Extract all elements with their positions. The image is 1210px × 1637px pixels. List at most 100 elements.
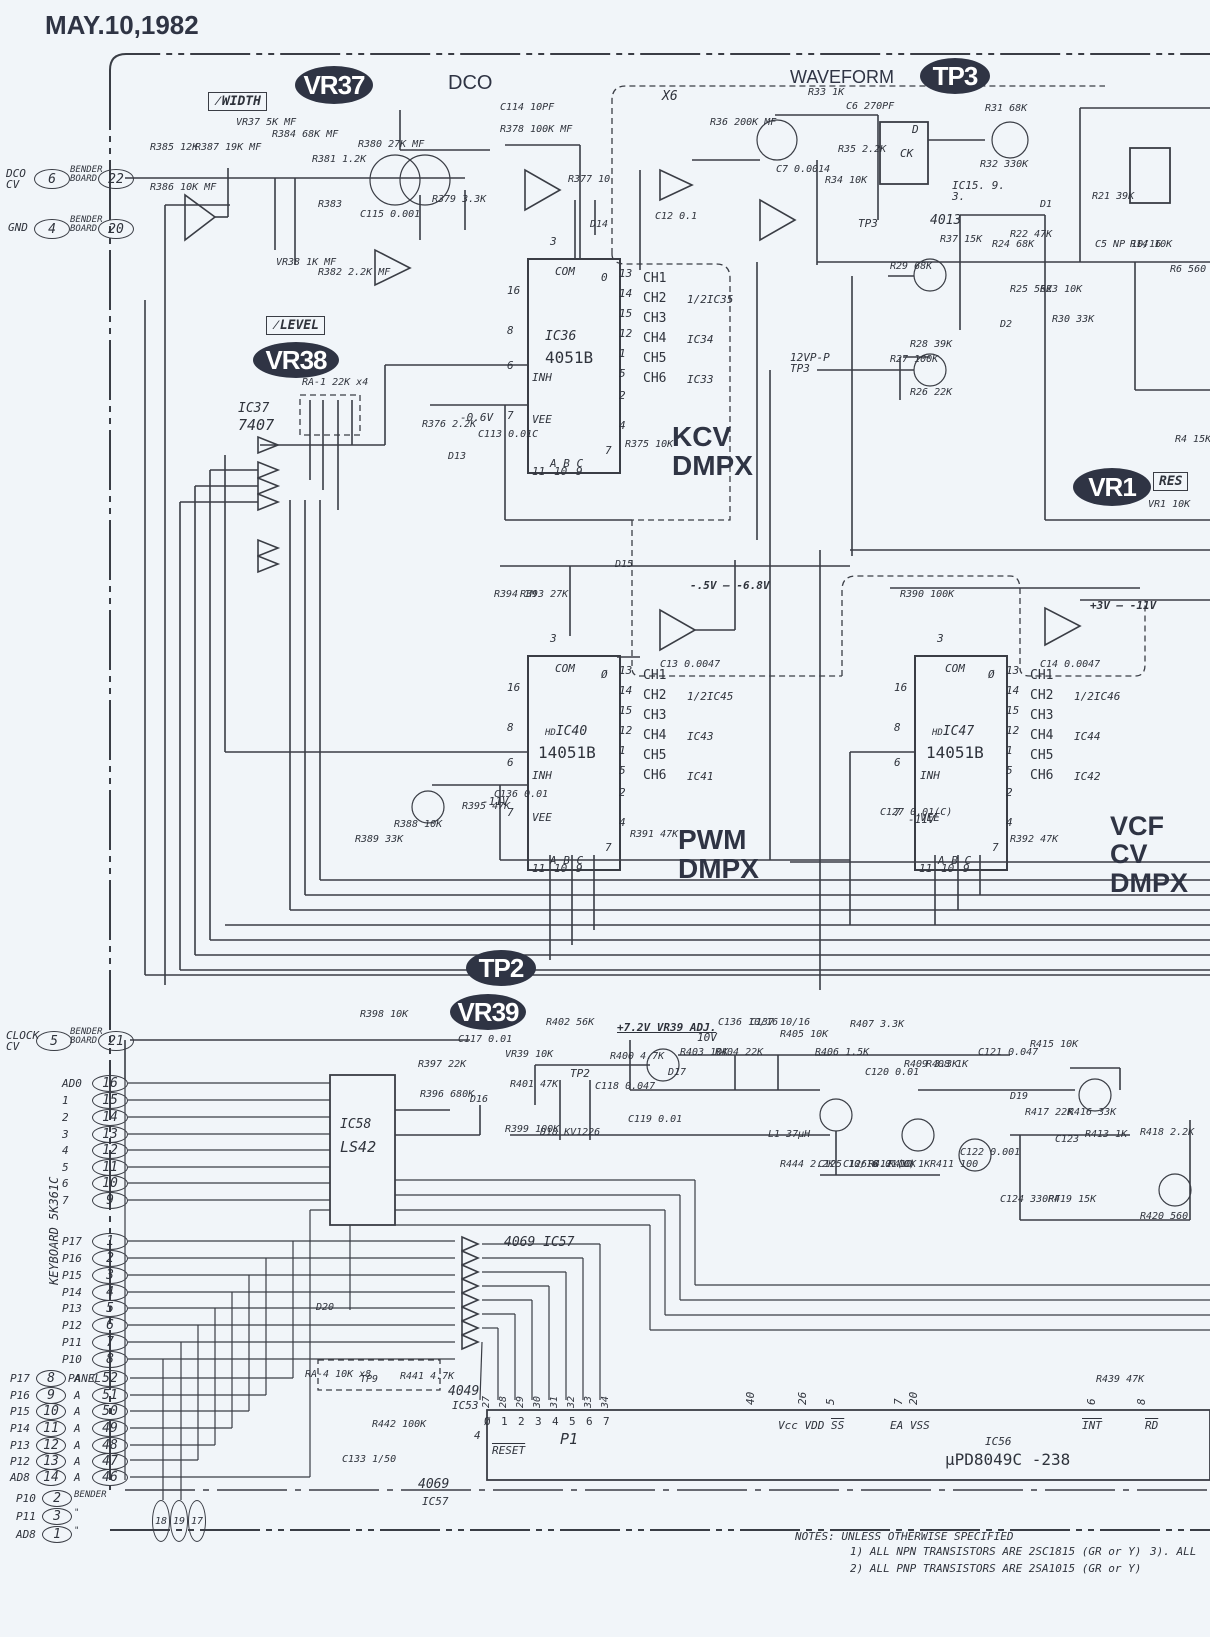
component-label: C12 0.1	[655, 211, 698, 222]
board-frame	[109, 53, 1210, 71]
component-label: D18 KV1226	[540, 1127, 601, 1138]
component-label: R393 27K	[520, 589, 569, 600]
component-label: C114 10PF	[500, 102, 555, 113]
component-label: C13 0.0047	[660, 659, 721, 670]
component-label: R401 47K	[510, 1079, 559, 1090]
ic56-outline	[486, 1409, 1210, 1481]
keyboard-pin-name: P11	[62, 1336, 82, 1349]
ic58-part: LS42	[340, 1138, 377, 1156]
port-pin: 30	[532, 1395, 543, 1408]
keyboard-pin: 6	[92, 1317, 128, 1334]
ic47-vee: VEE	[920, 811, 940, 824]
mux-pin-number: 12	[619, 724, 633, 737]
component-label: D17	[668, 1067, 687, 1078]
component-label: C118 0.047	[595, 1081, 656, 1092]
component-label: RA-1 22K x4	[302, 377, 369, 388]
keyboard-pin-name: AD0	[62, 1077, 82, 1090]
component-label: R399 100K	[505, 1124, 560, 1135]
ic15-ck: CK	[900, 147, 914, 160]
vr38-badge: VR38	[253, 342, 339, 378]
keyboard-pin: 9	[92, 1192, 128, 1209]
mux-left-pin: 16	[507, 681, 521, 694]
pwm-opamp-boundary	[631, 520, 842, 677]
keyboard-pin: 8	[92, 1351, 128, 1368]
component-label: C5 NP 10/16	[1095, 239, 1162, 250]
mux-extra-pin: 2	[619, 389, 626, 402]
panel-pin-a: A	[74, 1439, 81, 1452]
keyboard-pin: 7	[92, 1334, 128, 1351]
panel-board-pin: 46	[92, 1469, 128, 1486]
keyboard-pin: 2	[92, 1250, 128, 1267]
mux-pin-number: 5	[619, 764, 626, 777]
dco-cv-label: DCO CV	[6, 167, 26, 191]
waveform-boundary	[611, 85, 1105, 254]
component-label: R388 10K	[394, 819, 443, 830]
component-label: R383	[318, 199, 343, 210]
ic56-port-label: P1	[560, 1430, 579, 1448]
keyboard-pin: 5	[92, 1300, 128, 1317]
component-label: C126 0.01(C)	[843, 1159, 916, 1170]
bender-pin-name: P10	[16, 1492, 36, 1505]
ic36-ref: IC36	[545, 329, 577, 344]
int-pin: 6	[1085, 1398, 1098, 1405]
panel-pin-name: AD8	[10, 1471, 30, 1484]
ic36-part: 4051B	[545, 348, 594, 367]
ic47-com: COM	[945, 662, 965, 675]
component-label: R4 15K	[1175, 434, 1210, 445]
port-bit: Ø	[484, 1415, 491, 1428]
panel-pin-name: P14	[10, 1422, 30, 1435]
component-label: D20	[316, 1302, 335, 1313]
mux-channel: CH5	[643, 351, 667, 366]
ic36-vee: VEE	[532, 413, 552, 426]
mux-top-pin: 3	[550, 235, 557, 248]
bender-pin-note: "	[74, 1526, 80, 1536]
mux-pin-number: 5	[1006, 764, 1013, 777]
mux-pin-number: 5	[619, 367, 626, 380]
component-label: R36 200K MF	[710, 117, 777, 128]
mux-left-pin: 8	[894, 721, 901, 734]
component-label: R419 15K	[1048, 1194, 1097, 1205]
component-label: R26 22K	[910, 387, 953, 398]
component-label: C117 0.01	[458, 1034, 513, 1045]
port-pin: 32	[566, 1395, 577, 1408]
component-label: C125 10/16	[818, 1159, 879, 1170]
component-label: C113 0.01C	[478, 429, 539, 440]
mux-channel-note: IC42	[1074, 770, 1101, 783]
component-label: C123	[1055, 1134, 1080, 1145]
reset-pin: 4	[474, 1429, 481, 1442]
component-label: R398 10K	[360, 1009, 409, 1020]
ic40-vee: VEE	[532, 811, 552, 824]
mux-left-pin: 16	[894, 681, 908, 694]
component-label: R403 10K	[680, 1047, 729, 1058]
pwm-vee-voltage: -11V	[482, 795, 509, 808]
panel-pin-a: A	[74, 1372, 81, 1385]
keyboard-label: KEYBOARD 5K361C	[47, 1176, 61, 1285]
keyboard-pin: 13	[92, 1126, 128, 1143]
res-tag: RES	[1153, 472, 1189, 491]
component-label: VR37 5K MF	[236, 117, 297, 128]
bender-pin-name: P11	[16, 1510, 36, 1523]
bender-pin: 2	[42, 1490, 72, 1507]
panel-label: PANEL	[68, 1372, 102, 1385]
component-label: R410 1K	[888, 1159, 931, 1170]
mux-extra-pin: 2	[619, 786, 626, 799]
mux-pin-number: 13	[1006, 664, 1020, 677]
component-label: R23 10K	[1040, 284, 1083, 295]
component-label: R35 2.2K	[838, 144, 887, 155]
width-tag: ⁄WIDTH	[208, 92, 267, 111]
ic36-chip	[527, 258, 621, 474]
mux-channel-note: IC34	[687, 333, 714, 346]
panel-pin-name: P15	[10, 1405, 30, 1418]
component-label: R442 100K	[372, 1419, 427, 1430]
vr39-badge: VR39	[450, 994, 526, 1030]
component-label: R396 680K	[420, 1089, 475, 1100]
component-label: R29 68K	[890, 261, 933, 272]
clock-cv-board-pin: 21	[98, 1031, 134, 1051]
mux-pin-number: 1	[619, 347, 626, 360]
port-bit: 1	[501, 1415, 508, 1428]
keyboard-pin: 16	[92, 1075, 128, 1092]
keyboard-pin-name: 2	[62, 1111, 69, 1124]
component-label: R386 10K MF	[150, 182, 217, 193]
